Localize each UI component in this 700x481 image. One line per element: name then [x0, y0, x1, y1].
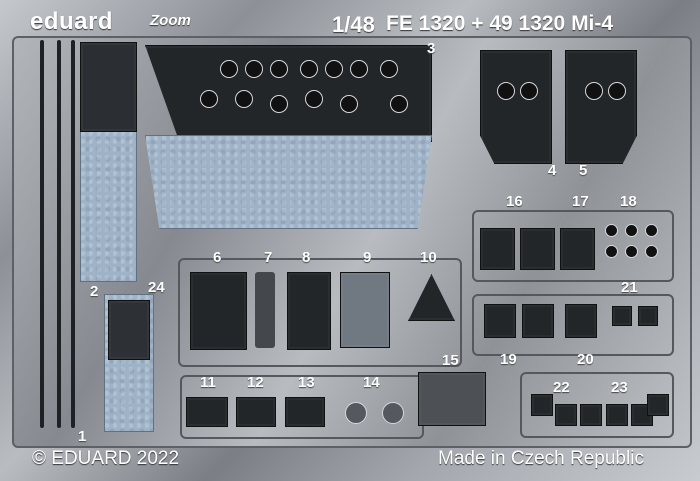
parts-19-21-frame — [472, 294, 674, 356]
part-label-7: 7 — [264, 249, 273, 266]
dial — [270, 95, 288, 113]
part-22-a — [531, 394, 553, 416]
copyright-text: © EDUARD 2022 — [32, 448, 180, 469]
rail-left-3 — [71, 40, 75, 428]
dial — [270, 60, 288, 78]
part-22-c — [580, 404, 602, 426]
dial — [345, 402, 367, 424]
part-23-c — [647, 394, 669, 416]
product-code: FE 1320 + 49 1320 Mi-4 — [386, 12, 614, 35]
part-label-15: 15 — [442, 352, 459, 369]
part-label-3: 3 — [427, 40, 436, 57]
part-17 — [560, 228, 595, 270]
part-8 — [287, 272, 331, 350]
dial — [235, 90, 253, 108]
part-label-19: 19 — [500, 351, 517, 368]
rail-left-2 — [57, 40, 61, 428]
dial — [300, 60, 318, 78]
part-label-11: 11 — [200, 374, 216, 391]
dial — [245, 60, 263, 78]
part-21-b — [638, 306, 658, 326]
part-label-12: 12 — [247, 374, 264, 391]
dial — [605, 245, 618, 258]
part-6 — [190, 272, 247, 350]
dial — [608, 82, 626, 100]
part-21-a — [612, 306, 632, 326]
zoom-logo: Zoom — [150, 12, 191, 29]
part-label-20: 20 — [577, 351, 594, 368]
part-label-13: 13 — [298, 374, 315, 391]
scale-label: 1/48 — [332, 12, 375, 37]
main-console — [145, 135, 432, 229]
part-label-2: 2 — [90, 283, 99, 300]
parts-22-23-frame — [520, 372, 674, 438]
part-label-18: 18 — [620, 193, 637, 210]
part-label-24: 24 — [148, 279, 165, 296]
part-13 — [285, 397, 325, 427]
dial — [497, 82, 515, 100]
part-label-21: 21 — [621, 279, 638, 296]
part-label-23: 23 — [611, 379, 628, 396]
rail-left-1 — [40, 40, 44, 428]
dial — [645, 245, 658, 258]
part-label-16: 16 — [506, 193, 523, 210]
part-label-8: 8 — [302, 249, 311, 266]
part-label-22: 22 — [553, 379, 570, 396]
part-7 — [255, 272, 275, 348]
dial — [605, 224, 618, 237]
part-20 — [565, 304, 597, 338]
part-label-5: 5 — [579, 162, 588, 179]
part-label-17: 17 — [572, 193, 589, 210]
dial — [220, 60, 238, 78]
dial — [382, 402, 404, 424]
dial — [305, 90, 323, 108]
part-19-b — [522, 304, 554, 338]
part-label-1: 1 — [78, 428, 87, 445]
dial — [325, 60, 343, 78]
part-label-6: 6 — [213, 249, 222, 266]
part-19-a — [484, 304, 516, 338]
part-label-9: 9 — [363, 249, 372, 266]
dial — [520, 82, 538, 100]
part-label-10: 10 — [420, 249, 437, 266]
dial — [625, 224, 638, 237]
parts-6-10-frame — [178, 258, 462, 367]
part-label-4: 4 — [548, 162, 557, 179]
console-top-panel — [80, 42, 137, 132]
dial — [350, 60, 368, 78]
part-15 — [418, 372, 486, 426]
dial — [625, 245, 638, 258]
part-16-b — [520, 228, 555, 270]
part-22-b — [555, 404, 577, 426]
dial — [390, 95, 408, 113]
dial — [340, 95, 358, 113]
dial — [200, 90, 218, 108]
part-label-14: 14 — [363, 374, 380, 391]
dial — [585, 82, 603, 100]
part-12 — [236, 397, 276, 427]
part-16-a — [480, 228, 515, 270]
dial — [645, 224, 658, 237]
part-9 — [340, 272, 390, 348]
instrument-panel-4 — [480, 50, 552, 164]
parts-16-18-frame — [472, 210, 674, 282]
dial — [380, 60, 398, 78]
part-24-top — [108, 300, 150, 360]
brand-logo: eduard — [30, 8, 114, 35]
instrument-panel-5 — [565, 50, 637, 164]
part-11 — [186, 397, 228, 427]
part-23-a — [606, 404, 628, 426]
origin-text: Made in Czech Republic — [438, 448, 644, 469]
